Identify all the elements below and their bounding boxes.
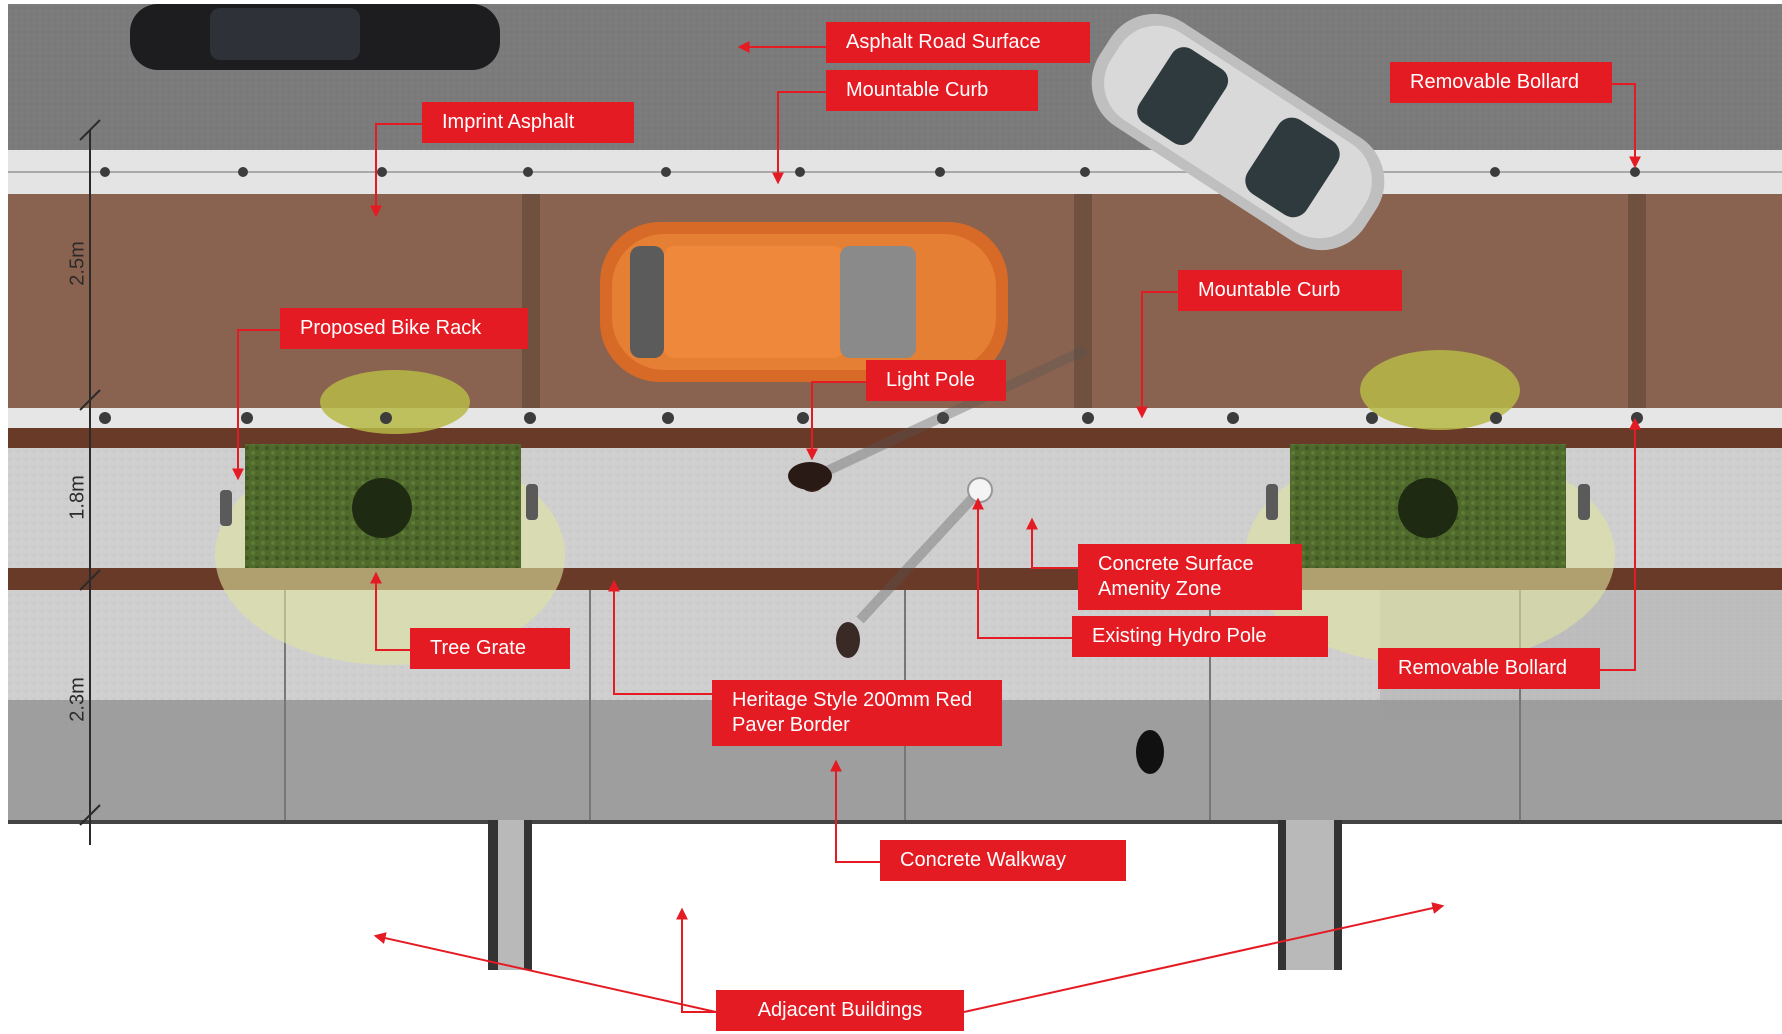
label-light-pole: Light Pole bbox=[866, 360, 1006, 401]
label-imprint-asphalt: Imprint Asphalt bbox=[422, 102, 634, 143]
dimension-label-top: 2.5m bbox=[66, 241, 89, 286]
dimension-line bbox=[79, 119, 101, 845]
leader-lines bbox=[232, 41, 1641, 1013]
label-mountable-curb-top: Mountable Curb bbox=[826, 70, 1038, 111]
label-concrete-walkway: Concrete Walkway bbox=[880, 840, 1126, 881]
label-existing-hydro-pole: Existing Hydro Pole bbox=[1072, 616, 1328, 657]
hydro-pole-icon bbox=[856, 477, 993, 624]
adjacent-buildings bbox=[8, 820, 1782, 970]
car-icon bbox=[130, 4, 500, 70]
sedan-icon bbox=[1091, 13, 1385, 251]
label-removable-bollard-top: Removable Bollard bbox=[1390, 62, 1612, 103]
label-proposed-bike-rack: Proposed Bike Rack bbox=[280, 308, 528, 349]
label-removable-bollard-bottom: Removable Bollard bbox=[1378, 648, 1600, 689]
dimension-label-middle: 1.8m bbox=[66, 475, 89, 520]
bollard-icon bbox=[99, 167, 1643, 424]
suv-icon bbox=[600, 222, 1008, 382]
dimension-label-bottom: 2.3m bbox=[66, 677, 89, 722]
label-heritage-paver-border: Heritage Style 200mm Red Paver Border bbox=[712, 680, 1002, 746]
tree-icon bbox=[1245, 350, 1615, 665]
label-asphalt-road-surface: Asphalt Road Surface bbox=[826, 22, 1090, 63]
pedestrian-icon bbox=[788, 462, 1164, 774]
mountable-curb-strip-top bbox=[8, 150, 1782, 194]
tree-icon bbox=[215, 370, 565, 665]
bike-rack-icon bbox=[220, 484, 1590, 526]
label-adjacent-buildings: Adjacent Buildings bbox=[716, 990, 964, 1031]
label-tree-grate: Tree Grate bbox=[410, 628, 570, 669]
label-mountable-curb-mid: Mountable Curb bbox=[1178, 270, 1402, 311]
label-concrete-surface-amenity-zone: Concrete Surface Amenity Zone bbox=[1078, 544, 1302, 610]
